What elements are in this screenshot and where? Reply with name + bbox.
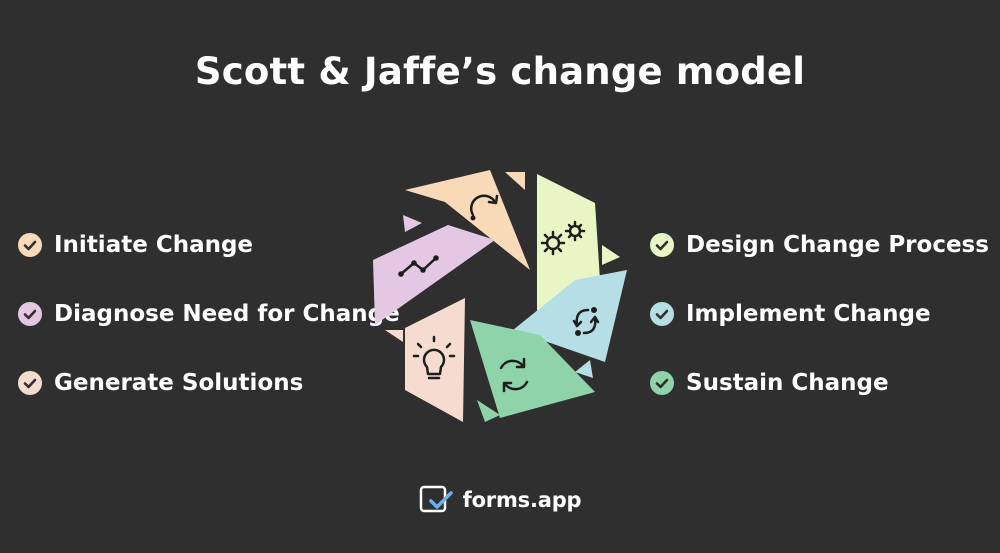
segment-design-tip	[602, 245, 620, 265]
forms-app-logo-icon	[419, 485, 453, 513]
segment-generate	[385, 298, 465, 422]
segment-implement-tip	[575, 360, 593, 378]
segment-design-shape	[537, 174, 600, 312]
segment-sustain-shape	[470, 320, 595, 418]
segment-design	[537, 174, 620, 312]
step-implement-change: Implement Change	[650, 279, 989, 348]
check-icon	[18, 232, 42, 257]
footer-brand: forms.app	[0, 485, 1000, 515]
check-icon	[650, 232, 674, 257]
step-label: Sustain Change	[686, 369, 889, 396]
segment-diagnose-shape	[373, 225, 495, 325]
segment-generate-tip	[385, 330, 403, 342]
step-label: Diagnose Need for Change	[54, 300, 400, 327]
step-label: Design Change Process	[686, 231, 989, 258]
check-icon	[18, 370, 42, 395]
segment-initiate	[405, 170, 530, 270]
brand-name: forms.app	[462, 488, 582, 512]
page-title: Scott & Jaffe’s change model	[194, 50, 806, 93]
step-label: Generate Solutions	[54, 369, 304, 396]
check-icon	[650, 301, 674, 326]
segment-initiate-shape	[405, 170, 530, 270]
left-step-list: Initiate Change Diagnose Need for Change…	[18, 210, 400, 417]
gears-icon	[540, 220, 586, 256]
segment-diagnose-tip	[403, 215, 422, 232]
segment-initiate-tip	[505, 172, 525, 190]
step-design-change-process: Design Change Process	[650, 210, 989, 279]
redo-arrow-icon	[470, 194, 499, 221]
segment-diagnose	[373, 215, 495, 325]
lightbulb-icon	[412, 335, 456, 380]
check-icon	[18, 301, 42, 326]
change-model-hexagon	[373, 170, 627, 422]
step-generate-solutions: Generate Solutions	[18, 348, 400, 417]
segment-sustain	[470, 320, 595, 422]
right-step-list: Design Change Process Implement Change S…	[650, 210, 989, 417]
segment-generate-shape	[405, 298, 465, 422]
step-label: Initiate Change	[54, 231, 254, 258]
step-sustain-change: Sustain Change	[650, 348, 989, 417]
step-label: Implement Change	[686, 300, 931, 327]
check-icon	[650, 370, 674, 395]
workflow-arrows-icon	[572, 307, 600, 336]
line-graph-icon	[398, 255, 439, 277]
step-initiate-change: Initiate Change	[18, 210, 400, 279]
refresh-icon	[499, 357, 529, 393]
segment-sustain-tip	[477, 400, 500, 422]
step-diagnose-need: Diagnose Need for Change	[18, 279, 400, 348]
